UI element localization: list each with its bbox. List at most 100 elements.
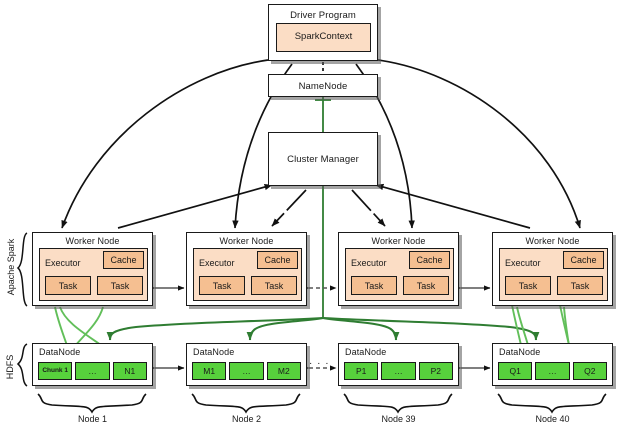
cluster-manager-label: Cluster Manager bbox=[287, 154, 359, 165]
brace-apache-spark bbox=[16, 232, 28, 307]
worker-node-label: Worker Node bbox=[371, 236, 426, 246]
edge-worker4-to-clustermanager bbox=[375, 183, 531, 229]
chunk-label: Chunk 1 bbox=[42, 367, 68, 374]
chunk-2-1[interactable]: M1 bbox=[192, 362, 227, 380]
edge-driver-to-worker4 bbox=[377, 59, 581, 229]
datanode-4[interactable]: DataNode Q1 … Q2 bbox=[492, 343, 613, 386]
brace-node2 bbox=[191, 393, 301, 414]
brace-node1 bbox=[37, 393, 147, 414]
node-caption-2: Node 2 bbox=[231, 414, 262, 424]
chunk-label: … bbox=[88, 366, 97, 376]
node-caption-1: Node 1 bbox=[77, 414, 108, 424]
driver-program-label: Driver Program bbox=[290, 10, 356, 21]
chunk-3-1[interactable]: P1 bbox=[344, 362, 379, 380]
cluster-manager-box[interactable]: Cluster Manager bbox=[268, 132, 378, 186]
cache-label: Cache bbox=[110, 255, 137, 265]
executor-1[interactable]: Executor Cache Task Task bbox=[39, 248, 148, 301]
task-label: Task bbox=[416, 281, 436, 291]
chunk-row: P1 … P2 bbox=[344, 362, 453, 380]
cache-3[interactable]: Cache bbox=[409, 251, 450, 269]
executor-3[interactable]: Executor Cache Task Task bbox=[345, 248, 454, 301]
chunk-label: Q1 bbox=[509, 366, 521, 376]
executor-label: Executor bbox=[505, 258, 541, 268]
spark-context-box[interactable]: SparkContext bbox=[276, 23, 371, 52]
cache-4[interactable]: Cache bbox=[563, 251, 604, 269]
chunk-1-1[interactable]: Chunk 1 bbox=[38, 362, 73, 380]
edge-spine-to-datanode2 bbox=[246, 316, 324, 341]
group-label-apache-spark: Apache Spark bbox=[6, 238, 16, 296]
datanode-3[interactable]: DataNode P1 … P2 bbox=[338, 343, 459, 386]
edge-worker1-to-clustermanager bbox=[117, 183, 273, 229]
chunk-label: Q2 bbox=[584, 366, 596, 376]
chunk-4-3[interactable]: Q2 bbox=[572, 362, 607, 380]
chunk-3-3[interactable]: P2 bbox=[418, 362, 453, 380]
datanode-label: DataNode bbox=[193, 347, 235, 357]
datanode-1[interactable]: DataNode Chunk 1 … N1 bbox=[32, 343, 153, 386]
chunk-2-2[interactable]: … bbox=[229, 362, 264, 380]
executor-label: Executor bbox=[199, 258, 235, 268]
datanode-label: DataNode bbox=[499, 347, 541, 357]
task-3-2[interactable]: Task bbox=[403, 276, 449, 295]
worker-node-2[interactable]: Worker Node Executor Cache Task Task bbox=[186, 232, 307, 306]
chunk-row: Q1 … Q2 bbox=[498, 362, 607, 380]
chunk-label: … bbox=[548, 366, 557, 376]
chunk-4-2[interactable]: … bbox=[535, 362, 570, 380]
task-label: Task bbox=[264, 281, 284, 291]
task-4-1[interactable]: Task bbox=[505, 276, 551, 295]
chunk-label: … bbox=[242, 366, 251, 376]
chunk-4-1[interactable]: Q1 bbox=[498, 362, 533, 380]
worker-node-label: Worker Node bbox=[65, 236, 120, 246]
task-label: Task bbox=[364, 281, 384, 291]
chunk-3-2[interactable]: … bbox=[381, 362, 416, 380]
cache-2[interactable]: Cache bbox=[257, 251, 298, 269]
node-caption-3: Node 39 bbox=[381, 414, 416, 424]
worker-node-label: Worker Node bbox=[525, 236, 580, 246]
edge-driver-to-worker1 bbox=[61, 59, 269, 229]
driver-program-box[interactable]: Driver Program SparkContext bbox=[268, 4, 378, 61]
executor-4[interactable]: Executor Cache Task Task bbox=[499, 248, 608, 301]
executor-label: Executor bbox=[45, 258, 81, 268]
task-2-2[interactable]: Task bbox=[251, 276, 297, 295]
chunk-label: M2 bbox=[277, 366, 290, 376]
task-1-1[interactable]: Task bbox=[45, 276, 91, 295]
cache-label: Cache bbox=[264, 255, 291, 265]
cache-label: Cache bbox=[570, 255, 597, 265]
task-label: Task bbox=[518, 281, 538, 291]
task-1-2[interactable]: Task bbox=[97, 276, 143, 295]
spark-context-label: SparkContext bbox=[294, 31, 353, 42]
group-label-hdfs: HDFS bbox=[5, 354, 15, 380]
edge-clustermanager-to-worker2 bbox=[271, 189, 307, 227]
chunk-2-3[interactable]: M2 bbox=[266, 362, 301, 380]
edge-spine-to-datanode1 bbox=[106, 316, 324, 341]
task-4-2[interactable]: Task bbox=[557, 276, 603, 295]
datanode-label: DataNode bbox=[39, 347, 81, 357]
node-caption-4: Node 40 bbox=[535, 414, 570, 424]
worker-node-3[interactable]: Worker Node Executor Cache Task Task bbox=[338, 232, 459, 306]
datanode-label: DataNode bbox=[345, 347, 387, 357]
chunk-1-3[interactable]: N1 bbox=[112, 362, 147, 380]
chunk-label: P2 bbox=[430, 366, 442, 376]
brace-node4 bbox=[497, 393, 607, 414]
ellipsis-between-datanodes: · · · bbox=[309, 358, 330, 369]
worker-node-4[interactable]: Worker Node Executor Cache Task Task bbox=[492, 232, 613, 306]
chunk-1-2[interactable]: … bbox=[75, 362, 110, 380]
worker-node-1[interactable]: Worker Node Executor Cache Task Task bbox=[32, 232, 153, 306]
chunk-label: M1 bbox=[203, 366, 216, 376]
chunk-row: M1 … M2 bbox=[192, 362, 301, 380]
task-2-1[interactable]: Task bbox=[199, 276, 245, 295]
edge-spine-to-datanode4 bbox=[322, 316, 540, 341]
cache-1[interactable]: Cache bbox=[103, 251, 144, 269]
executor-label: Executor bbox=[351, 258, 387, 268]
brace-hdfs bbox=[16, 343, 28, 387]
edge-spine-to-datanode3 bbox=[322, 316, 400, 341]
task-label: Task bbox=[58, 281, 78, 291]
datanode-2[interactable]: DataNode M1 … M2 bbox=[186, 343, 307, 386]
task-label: Task bbox=[570, 281, 590, 291]
executor-2[interactable]: Executor Cache Task Task bbox=[193, 248, 302, 301]
task-3-1[interactable]: Task bbox=[351, 276, 397, 295]
brace-node3 bbox=[343, 393, 453, 414]
chunk-row: Chunk 1 … N1 bbox=[38, 362, 147, 380]
namenode-box[interactable]: NameNode bbox=[268, 74, 378, 97]
namenode-label: NameNode bbox=[298, 81, 348, 92]
